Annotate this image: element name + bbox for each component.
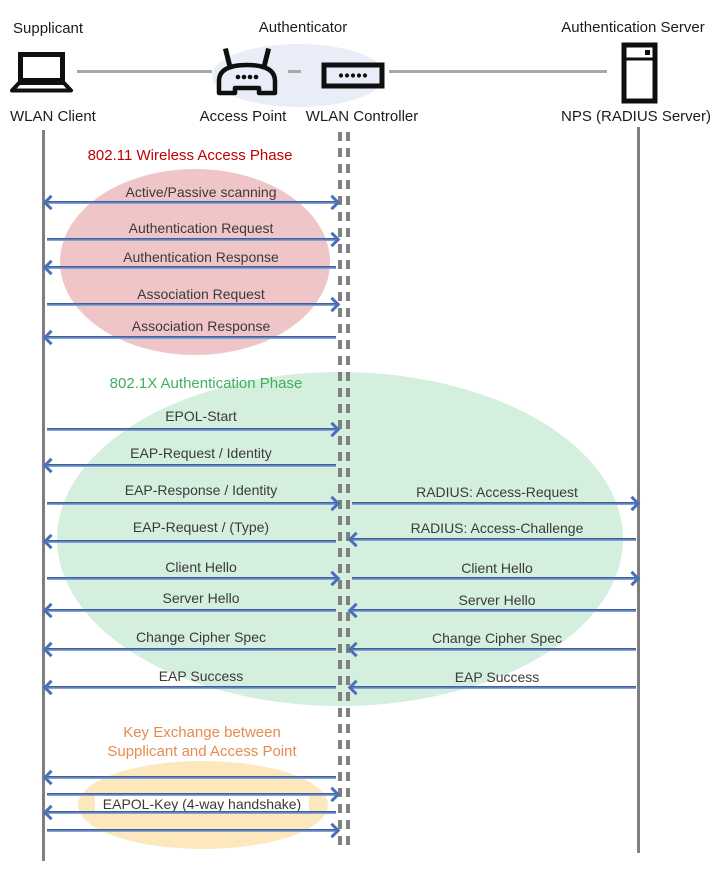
arrow-eap-success-left [42, 679, 338, 695]
arrow-authentication-request [45, 231, 341, 247]
label-active-passive-scanning: Active/Passive scanning [125, 184, 277, 200]
label-association-request: Association Request [137, 286, 265, 302]
device-label-nps-radius-server: NPS (RADIUS Server) [560, 108, 712, 125]
label-eap-success-right: EAP Success [454, 669, 540, 685]
arrow-change-cipher-spec-right [347, 641, 638, 657]
wlan-controller-icon [321, 62, 385, 89]
server-icon [621, 42, 658, 104]
laptop-icon [10, 52, 74, 94]
arrow-key-exchange-1 [42, 769, 338, 785]
arrow-eap-request-type [42, 533, 338, 549]
arrow-eap-success-right [347, 679, 638, 695]
phase-title-authentication: 802.1X Authentication Phase [109, 375, 303, 392]
phase-title-key-exchange-line1: Key Exchange between [123, 724, 281, 741]
label-radius-access-challenge: RADIUS: Access-Challenge [410, 520, 584, 536]
arrow-key-exchange-4 [45, 822, 341, 838]
arrow-association-request [45, 296, 341, 312]
lifeline-wlan-controller-right [346, 132, 350, 850]
phase-title-key-exchange-line2: Supplicant and Access Point [107, 743, 297, 760]
label-eapol-key-handshake: EAPOL-Key (4-way handshake) [94, 795, 310, 813]
label-server-hello-left: Server Hello [162, 590, 240, 606]
device-connector-segment [77, 70, 212, 73]
device-connector-dash [288, 70, 301, 73]
arrow-server-hello-right [347, 602, 638, 618]
role-authenticator: Authenticator [258, 19, 348, 36]
lifeline-wlan-client [42, 130, 45, 861]
role-supplicant: Supplicant [13, 20, 84, 37]
arrow-radius-access-request [350, 495, 641, 511]
label-eap-request-type: EAP-Request / (Type) [132, 519, 270, 535]
arrow-client-hello-right [350, 570, 641, 586]
label-authentication-response: Authentication Response [123, 249, 279, 265]
authenticator-highlight-ellipse [212, 44, 385, 107]
role-authentication-server: Authentication Server [561, 19, 705, 36]
label-eap-response-identity: EAP-Response / Identity [124, 482, 278, 498]
device-label-access-point: Access Point [199, 108, 287, 125]
device-connector-segment [389, 70, 607, 73]
label-association-response: Association Response [131, 318, 271, 334]
label-server-hello-right: Server Hello [458, 592, 536, 608]
arrow-eap-request-identity [42, 457, 338, 473]
arrow-client-hello-left [45, 570, 341, 586]
wireless-access-phase-ellipse [60, 169, 330, 355]
arrow-authentication-response [42, 259, 338, 275]
device-label-wlan-client: WLAN Client [10, 108, 96, 125]
label-eap-request-identity: EAP-Request / Identity [130, 445, 272, 461]
label-radius-access-request: RADIUS: Access-Request [416, 484, 578, 500]
label-change-cipher-spec-right: Change Cipher Spec [432, 630, 562, 646]
lifeline-wlan-controller-left [338, 132, 342, 850]
arrow-eap-response-identity [45, 495, 341, 511]
label-authentication-request: Authentication Request [128, 220, 274, 236]
access-point-icon [215, 47, 279, 98]
arrow-key-exchange-3 [42, 804, 338, 820]
label-client-hello-right: Client Hello [461, 560, 533, 576]
label-eap-success-left: EAP Success [158, 668, 244, 684]
arrow-change-cipher-spec-left [42, 641, 338, 657]
phase-title-wireless-access: 802.11 Wireless Access Phase [87, 147, 293, 164]
arrow-active-passive-scanning [42, 194, 341, 210]
lifeline-nps-server [637, 127, 640, 853]
label-change-cipher-spec-left: Change Cipher Spec [136, 629, 266, 645]
label-epol-start: EPOL-Start [165, 408, 237, 424]
arrow-epol-start [45, 421, 341, 437]
arrow-server-hello-left [42, 602, 338, 618]
label-client-hello-left: Client Hello [165, 559, 237, 575]
arrow-key-exchange-2 [45, 786, 341, 802]
arrow-radius-access-challenge [347, 531, 638, 547]
arrow-association-response [42, 329, 338, 345]
device-label-wlan-controller: WLAN Controller [305, 108, 419, 125]
